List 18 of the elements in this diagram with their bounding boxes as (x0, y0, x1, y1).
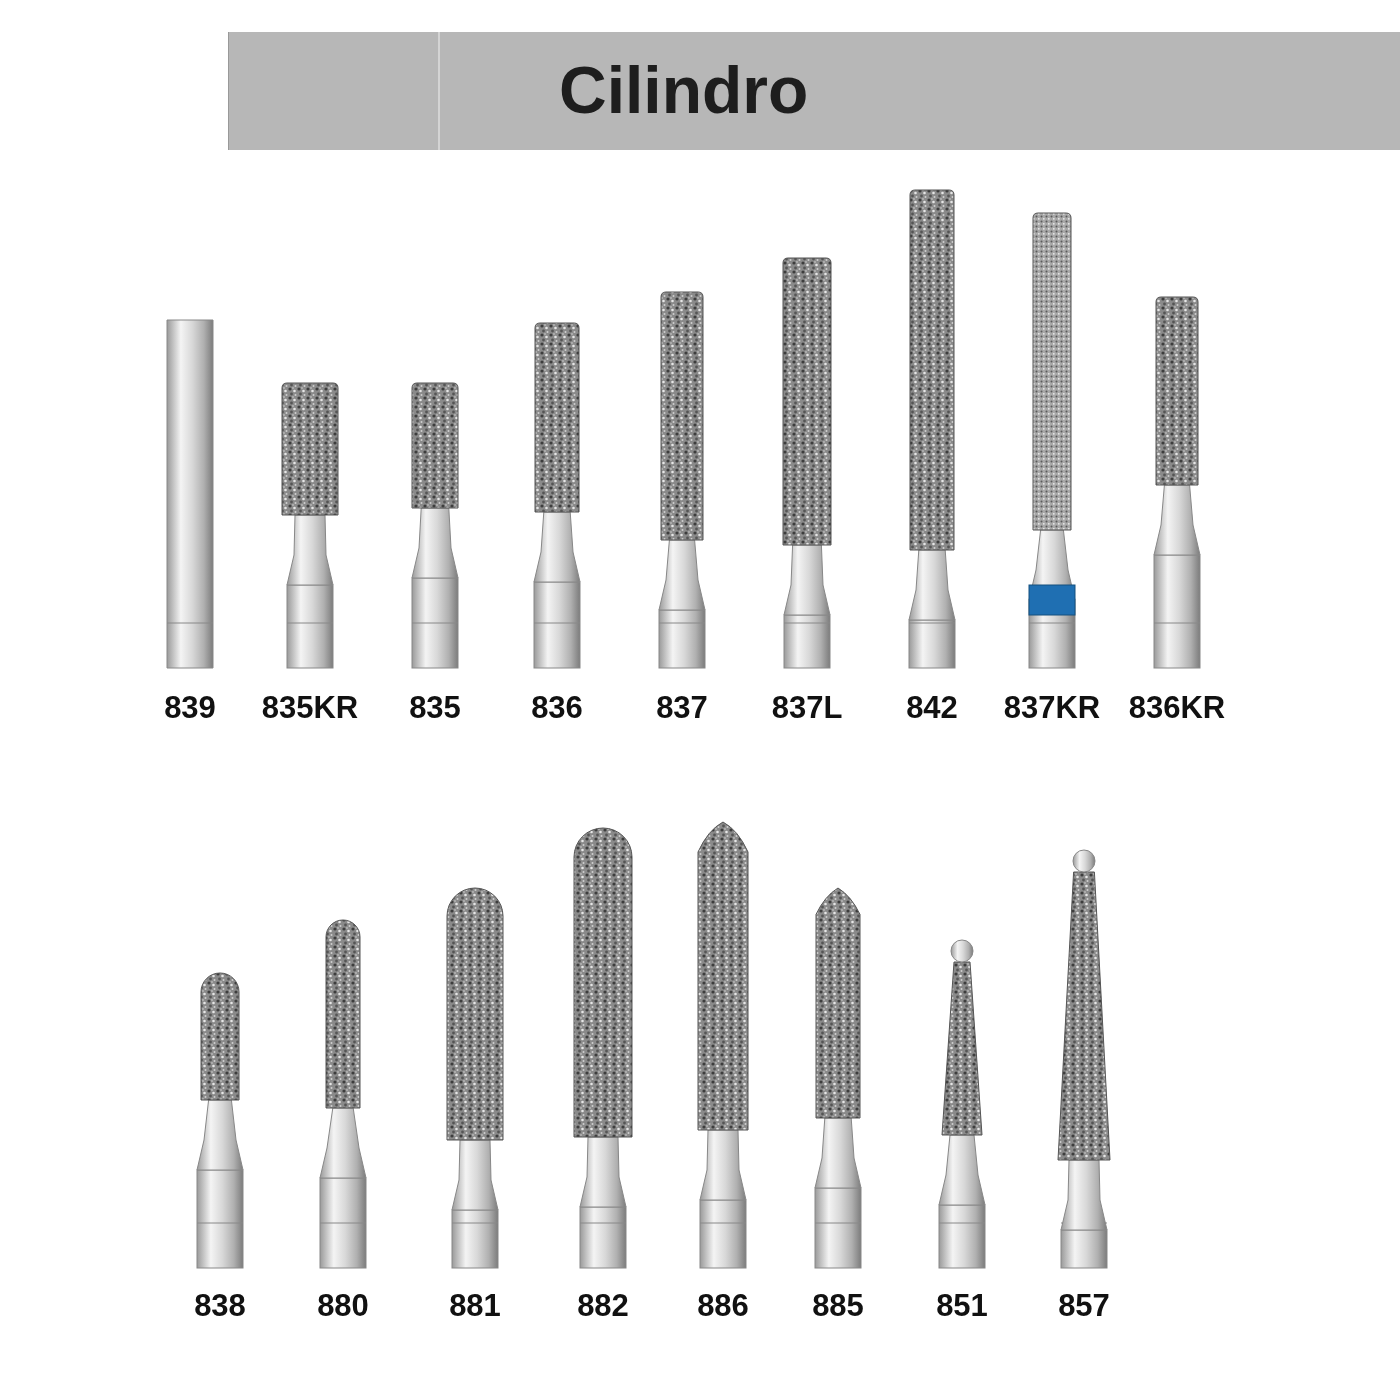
title: Cilindro (559, 52, 809, 128)
model-number: 857 (1058, 1288, 1110, 1324)
model-number: 836KR (1128, 690, 1226, 726)
model-number: 838 (194, 1288, 246, 1324)
model-number: 881 (449, 1288, 501, 1324)
model-number: 835KR (261, 690, 359, 726)
model-number: 835 (409, 690, 461, 726)
model-number: 837 (656, 690, 708, 726)
model-number: 842 (906, 690, 958, 726)
model-number: 851 (936, 1288, 988, 1324)
model-number: 880 (317, 1288, 369, 1324)
model-number: 837KR (1003, 690, 1101, 726)
model-number: 886 (697, 1288, 749, 1324)
model-number: 836 (531, 690, 583, 726)
model-number: 885 (812, 1288, 864, 1324)
model-number: 839 (164, 690, 216, 726)
model-number: 837L (771, 690, 843, 726)
model-number: 882 (577, 1288, 629, 1324)
